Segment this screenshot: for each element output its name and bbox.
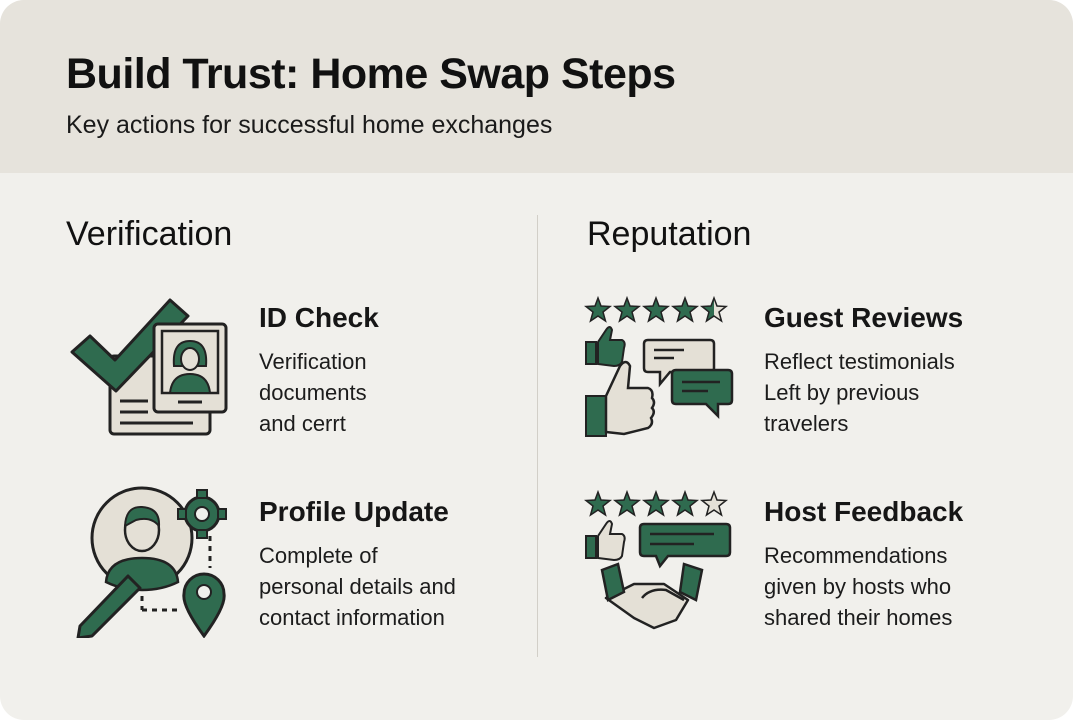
item-title-profile-update: Profile Update bbox=[259, 496, 449, 527]
guest-reviews-icon bbox=[585, 297, 734, 437]
item-title-host-feedback: Host Feedback bbox=[764, 496, 964, 527]
item-desc-profile-update: Complete of personal details and contact… bbox=[259, 543, 456, 630]
item-title-guest-reviews: Guest Reviews bbox=[764, 302, 964, 333]
item-desc-guest-reviews: Reflect testimonials Left by previous tr… bbox=[764, 349, 955, 436]
host-feedback-icon bbox=[585, 491, 732, 630]
column-divider bbox=[537, 215, 538, 657]
item-desc-host-feedback: Recommendations given by hosts who share… bbox=[764, 543, 953, 630]
item-desc-id-check: Verification documents and cerrt bbox=[259, 349, 367, 436]
profile-update-icon bbox=[76, 486, 227, 638]
id-check-icon bbox=[70, 298, 228, 436]
item-title-id-check: ID Check bbox=[259, 302, 379, 333]
section-title-verification: Verification bbox=[66, 215, 233, 253]
section-title-reputation: Reputation bbox=[587, 215, 752, 253]
page-subtitle: Key actions for successful home exchange… bbox=[66, 111, 553, 139]
header: Build Trust: Home Swap Steps Key actions… bbox=[0, 0, 1073, 173]
page-title: Build Trust: Home Swap Steps bbox=[66, 50, 676, 98]
